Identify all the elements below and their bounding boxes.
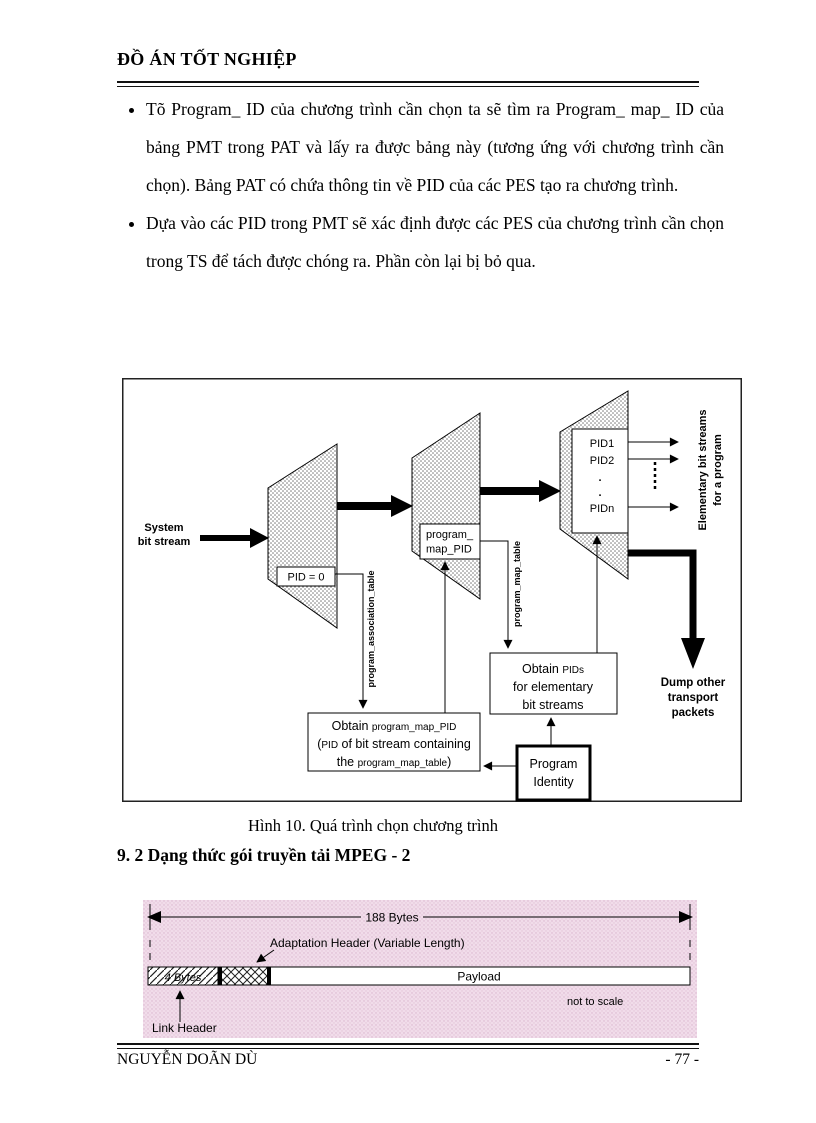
svg-text:Elementary bit streams: Elementary bit streams bbox=[697, 409, 709, 530]
obtain-map-pid-line2: (PID of bit stream containing bbox=[317, 737, 471, 751]
dump-arrowhead bbox=[681, 638, 705, 669]
header-divider bbox=[117, 81, 699, 87]
pid-list-item-1: PID1 bbox=[590, 438, 614, 450]
program-identity-box bbox=[515, 744, 592, 802]
bullet-item-1: Tõ Program_ ID của chương trình cần chọn… bbox=[146, 90, 724, 204]
bullet-list: Tõ Program_ ID của chương trình cần chọn… bbox=[122, 90, 724, 280]
dump-label-line3: packets bbox=[672, 707, 715, 719]
pid0-box bbox=[276, 566, 336, 587]
footer-divider bbox=[117, 1043, 699, 1049]
obtain-pids-line1: Obtain PIDs bbox=[522, 662, 584, 676]
obtain-map-pid-line1: Obtain program_map_PID bbox=[332, 719, 457, 733]
dump-label-line2: transport bbox=[668, 692, 719, 704]
measure-arrowhead-right bbox=[679, 911, 693, 923]
obtain-pids-line3: bit streams bbox=[522, 698, 583, 712]
bullet-item-2: Dựa vào các PID trong PMT sẽ xác định đư… bbox=[146, 204, 724, 280]
obtain-map-pid-box bbox=[307, 712, 481, 772]
footer-author: NGUYỄN DOÃN DÙ bbox=[117, 1051, 258, 1068]
adaptation-callout-arrow bbox=[256, 949, 275, 963]
pid-list-item-n: PIDn bbox=[590, 503, 614, 515]
program-map-table-label: program_map_table bbox=[512, 541, 522, 627]
adaptation-segment bbox=[221, 966, 268, 986]
arrow-system-to-stage1 bbox=[200, 528, 269, 548]
program-association-table-label: program_association_table bbox=[366, 570, 376, 687]
packet-format-diagram: 188 Bytes Adaptation Header (Variable Le… bbox=[143, 900, 697, 1038]
program-identity-line1: Program bbox=[530, 757, 578, 771]
obtain-map-pid-line3: the program_map_table) bbox=[337, 755, 452, 769]
adaptation-header-label: Adaptation Header (Variable Length) bbox=[270, 936, 465, 950]
figure-caption: Hình 10. Quá trình chọn chương trình bbox=[247, 816, 498, 835]
svg-text:for a program: for a program bbox=[712, 434, 724, 506]
segment-divider-1 bbox=[218, 967, 222, 985]
program-identity-line2: Identity bbox=[533, 775, 574, 789]
page-header-title: ĐỒ ÁN TỐT NGHIỆP bbox=[117, 49, 297, 69]
elementary-bitstreams-label: Elementary bit streams for a program bbox=[697, 409, 724, 530]
obtain-pids-line2: for elementary bbox=[513, 680, 594, 694]
section-heading: 9. 2 Dạng thức gói truyền tải MPEG - 2 bbox=[117, 845, 411, 865]
dump-line bbox=[628, 549, 697, 640]
obtain-pids-box bbox=[489, 652, 618, 715]
system-bitstream-label-line2: bit stream bbox=[138, 536, 191, 548]
arrow-stage1-to-stage2 bbox=[337, 495, 413, 517]
system-bitstream-label-line1: System bbox=[144, 522, 183, 534]
connector-pmp-to-obtain2 bbox=[480, 540, 513, 649]
program-map-pid-line1: program_ bbox=[426, 529, 474, 541]
pid0-label: PID = 0 bbox=[288, 572, 325, 584]
program-map-pid-line2: map_PID bbox=[426, 544, 472, 556]
payload-label: Payload bbox=[457, 970, 500, 984]
footer-page-number: - 77 - bbox=[665, 1051, 699, 1068]
pid-list-box bbox=[571, 428, 629, 534]
four-bytes-label: 4 Bytes bbox=[165, 972, 202, 984]
pid-list-dot-1: . bbox=[598, 472, 601, 484]
arrow-stage2-to-stage3 bbox=[480, 480, 561, 502]
link-header-label: Link Header bbox=[152, 1021, 217, 1035]
connector-pid0-to-obtain1 bbox=[335, 573, 368, 709]
not-to-scale-label: not to scale bbox=[567, 996, 623, 1008]
segment-divider-2 bbox=[267, 967, 271, 985]
footer: NGUYỄN DOÃN DÙ - 77 - bbox=[117, 1051, 699, 1069]
program-selection-diagram: System bit stream PID = 0 program_ map_P… bbox=[122, 378, 742, 802]
pid-list-item-2: PID2 bbox=[590, 455, 614, 467]
bytes-label: 188 Bytes bbox=[365, 911, 418, 925]
pid-list-dot-2: . bbox=[598, 487, 601, 499]
measure-arrowhead-left bbox=[147, 911, 161, 923]
dump-label-line1: Dump other bbox=[661, 677, 726, 689]
